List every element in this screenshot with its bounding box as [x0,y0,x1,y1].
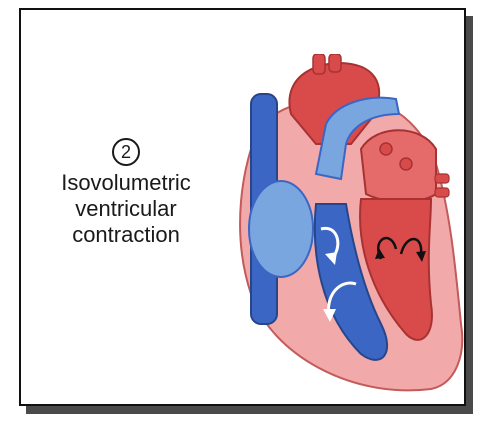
caption-line-3: contraction [41,222,211,248]
left-atrium [361,130,436,201]
caption-line-2: ventricular [41,196,211,222]
heart-illustration [221,54,466,404]
right-atrium [249,181,313,277]
pulmonary-vein-4 [435,188,449,197]
pulmonary-vein-3 [435,174,449,183]
aortic-branch-1 [313,54,325,74]
diagram-frame: 2 Isovolumetric ventricular contraction [19,8,466,406]
pulmonary-vein-2 [400,158,412,170]
aortic-branch-2 [329,54,341,72]
caption: 2 Isovolumetric ventricular contraction [41,138,211,248]
caption-line-1: Isovolumetric [41,170,211,196]
pulmonary-vein-1 [380,143,392,155]
step-number-badge: 2 [112,138,140,166]
